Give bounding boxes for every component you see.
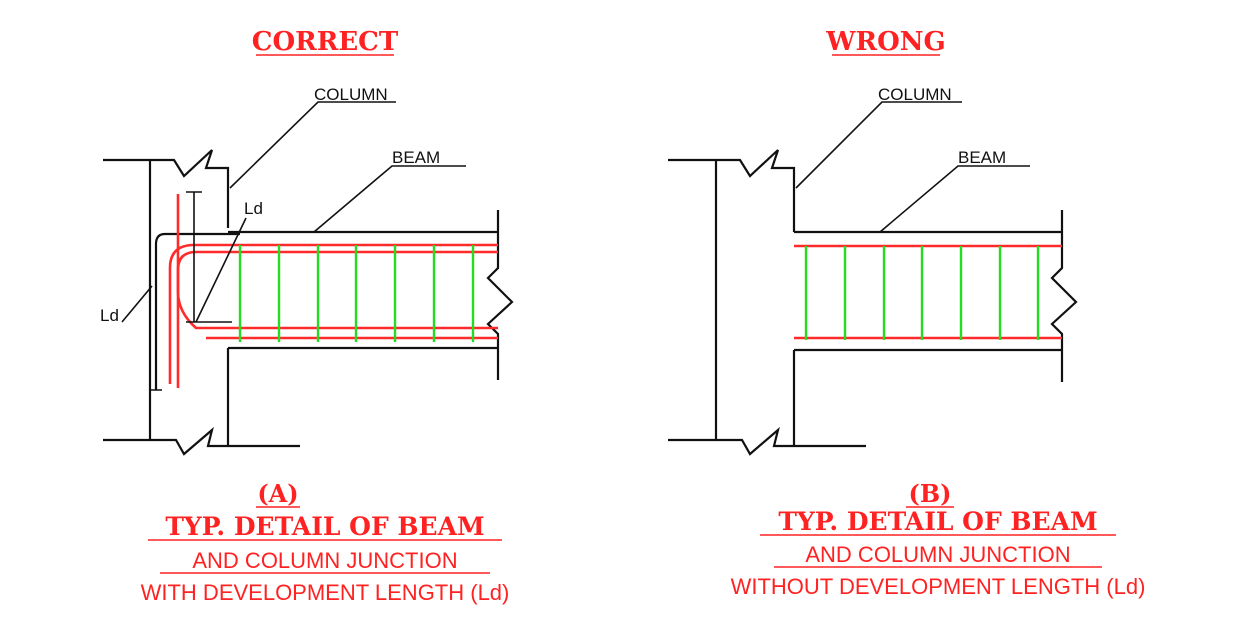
beam-leader-a xyxy=(313,165,466,233)
column-leader-b xyxy=(795,101,962,189)
caption-id-a: (A) xyxy=(257,479,298,508)
stirrups-a xyxy=(238,245,475,342)
column-outline-b xyxy=(668,149,866,456)
label-ld-side: Ld xyxy=(100,306,119,325)
caption-line2-b: WITHOUT DEVELOPMENT LENGTH (Ld) xyxy=(731,574,1146,599)
label-column-b: COLUMN xyxy=(878,85,952,104)
column-leader-a xyxy=(229,101,396,189)
stirrups-b xyxy=(804,246,1040,340)
caption-line2-a: WITH DEVELOPMENT LENGTH (Ld) xyxy=(141,580,510,605)
heading-correct: CORRECT xyxy=(252,27,399,57)
top-rebar-a-inner xyxy=(176,250,498,330)
label-beam-b: BEAM xyxy=(958,148,1006,167)
ld-leader-side xyxy=(121,285,153,323)
beam-outline-b xyxy=(794,210,1078,382)
column-outline-a xyxy=(103,149,300,456)
label-column-a: COLUMN xyxy=(314,85,388,104)
label-beam-a: BEAM xyxy=(392,148,440,167)
diagram-a: CORRECT COLUMN B xyxy=(100,27,514,605)
caption-line1-b: AND COLUMN JUNCTION xyxy=(805,542,1070,567)
caption-line1-a: AND COLUMN JUNCTION xyxy=(192,548,457,573)
heading-wrong: WRONG xyxy=(825,27,945,57)
caption-id-b: (B) xyxy=(909,479,952,508)
top-rebar-a xyxy=(168,243,498,384)
ld-dimension-top xyxy=(186,191,232,323)
anchorage-bar-outline xyxy=(154,232,240,390)
beam-leader-b xyxy=(879,165,1030,233)
ld-dimension-side xyxy=(150,286,162,391)
beam-outline-a xyxy=(228,210,514,380)
caption-title-a: TYP. DETAIL OF BEAM xyxy=(165,512,484,541)
caption-title-b: TYP. DETAIL OF BEAM xyxy=(778,507,1097,536)
ld-leader-top xyxy=(195,217,247,323)
diagram-b: WRONG COLUMN BEAM (B) TYP. DETAIL OF BEA… xyxy=(668,27,1145,599)
label-ld-top: Ld xyxy=(244,199,263,218)
